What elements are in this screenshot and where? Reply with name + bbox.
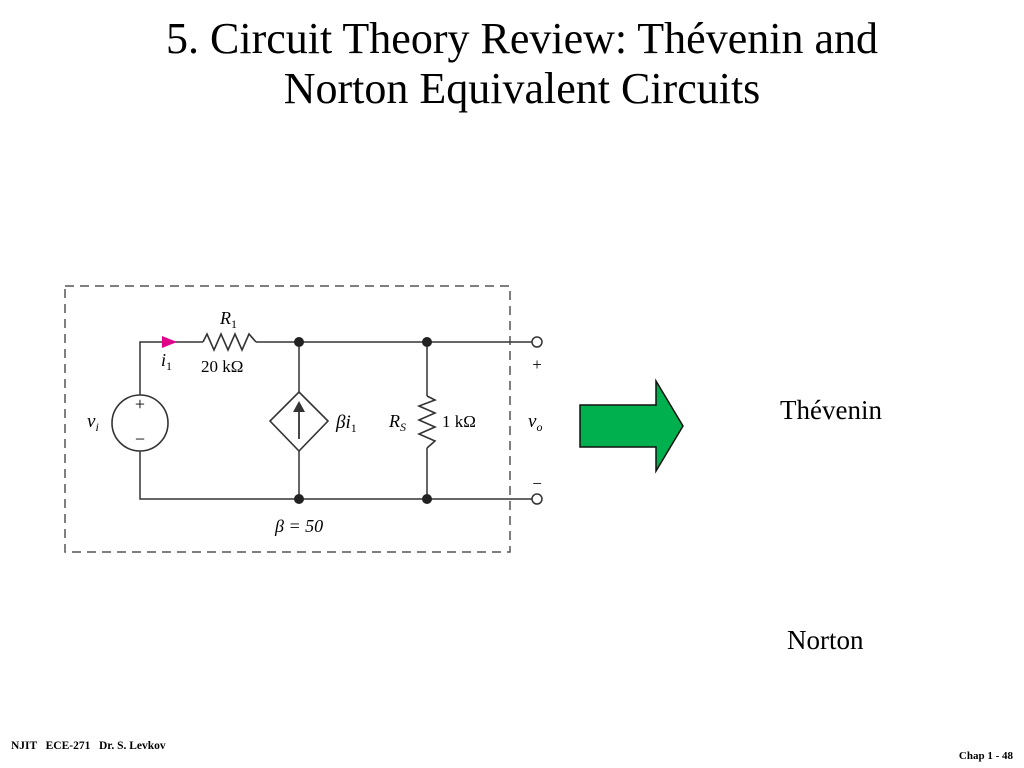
thevenin-label: Thévenin [780,395,882,425]
footer-page-number: Chap 1 - 48 [958,750,1013,762]
voltage-source [111,394,169,452]
circuit-wires [139,341,532,500]
r1-label: R1 [219,308,237,331]
output-terminal-top [531,336,543,348]
slide-title: 5. Circuit Theory Review: Thévenin and N… [0,14,1024,114]
vi-label: vi [87,411,99,434]
green-arrow-icon [579,378,684,474]
dep-source-label: βi1 [335,412,357,435]
current-arrow [162,336,177,348]
title-line-2: Norton Equivalent Circuits [283,64,761,113]
beta-label: β = 50 [274,516,323,536]
rs-resistor [416,395,437,449]
norton-label: Norton [787,625,864,655]
vo-label: vo [528,411,542,434]
title-line-1: 5. Circuit Theory Review: Thévenin and [166,14,878,63]
source-plus-sign: + [135,394,145,414]
dashed-enclosure [64,285,511,553]
output-minus-sign: − [532,474,542,493]
rs-value: 1 kΩ [442,412,476,431]
dep-source-arrow-head [293,401,305,412]
junction-nodes [294,337,432,504]
footer-course-info: NJIT ECE-271 Dr. S. Levkov [11,740,166,752]
r1-value: 20 kΩ [201,357,243,376]
output-terminal-bottom [531,493,543,505]
r1-resistor [202,332,257,352]
output-plus-sign: + [532,355,542,374]
rs-label: RS [388,411,406,434]
i1-label: i1 [161,350,172,373]
source-minus-sign: − [135,429,145,449]
